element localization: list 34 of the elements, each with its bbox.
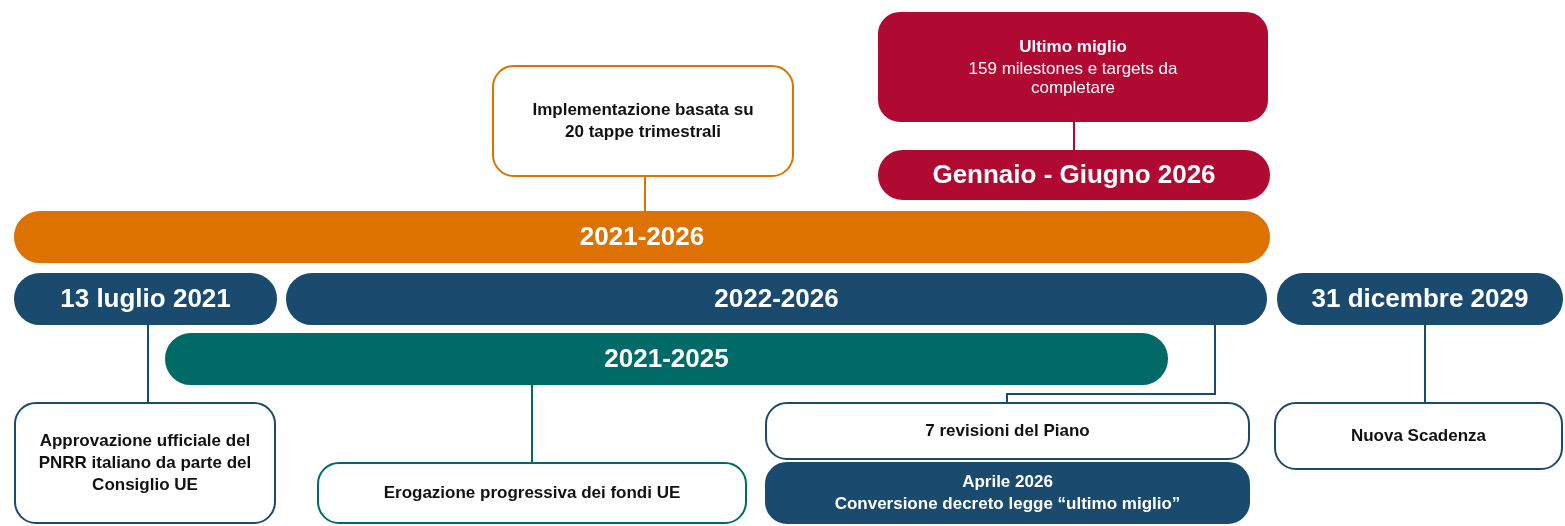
milestone-card [492,65,794,177]
card-text: Nuova Scadenza [1350,424,1487,447]
card-text: 7 revisioni del Piano [925,419,1090,442]
period-label: 31 dicembre 2029 [1311,282,1529,316]
timeline-bar [286,273,1267,325]
timeline-bar [14,211,1270,263]
period-label: 2021-2026 [579,220,705,254]
card-text: Aprile 2026 [962,470,1053,493]
period-label: 2022-2026 [714,282,839,316]
milestone-card [765,462,1250,524]
card-text: Conversione decreto legge “ultimo miglio” [834,493,1181,515]
milestone-card [765,402,1250,460]
period-label: 13 luglio 2021 [60,282,231,316]
card-text: Implementazione basata su 20 tappe trimestrali [531,98,755,143]
card-text: Ultimo miglio [1019,36,1127,59]
connector-line [531,384,533,463]
timeline-bar [14,273,277,325]
date-pill [878,150,1270,200]
date-label: Gennaio - Giugno 2026 [932,158,1216,192]
period-label: 2021-2025 [604,342,729,376]
connector-line [147,324,149,403]
milestone-card [14,402,276,524]
milestone-card [317,462,747,524]
connector-line [1006,324,1216,403]
timeline-bar [1277,273,1563,325]
card-text: Approvazione ufficiale del PNRR italiano da parte del Consiglio UE [37,429,253,497]
connector-line [1073,121,1075,151]
connector-line [644,176,646,212]
card-text: 159 milestones e targets da completare [967,60,1179,98]
milestone-card [878,12,1268,122]
milestone-card [1274,402,1563,470]
connector-line [1424,324,1426,403]
card-text: Erogazione progressiva dei fondi UE [383,481,681,504]
timeline-bar [165,333,1168,385]
